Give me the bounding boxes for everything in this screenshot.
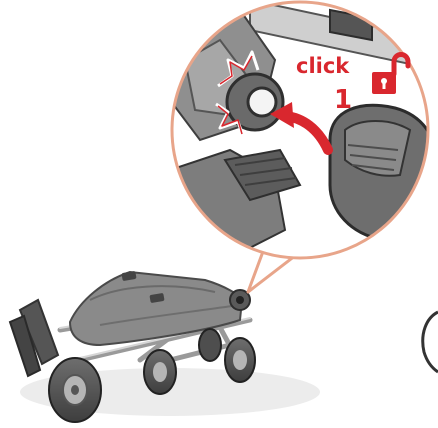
click-label: click [296,54,350,78]
folded-stroller [10,271,320,422]
rear-wheel [199,329,221,361]
rear-wheel [144,350,176,394]
partial-wheel-edge [423,312,438,372]
zoom-detail-circle [170,0,438,258]
front-wheel [49,358,101,422]
rear-wheel [225,338,255,382]
step-number: 1 [334,85,352,115]
